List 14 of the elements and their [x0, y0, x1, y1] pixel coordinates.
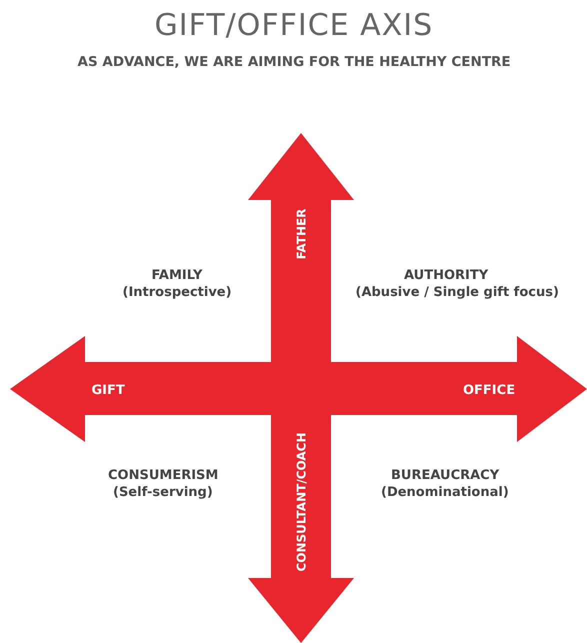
axis-label: FATHER	[294, 208, 308, 260]
quadrant-heading: AUTHORITY	[404, 268, 488, 282]
axis-label: OFFICE	[463, 382, 516, 398]
subtitle: AS ADVANCE, WE ARE AIMING FOR THE HEALTHY CENTRE	[78, 54, 511, 70]
title: GIFT/OFFICE AXIS	[154, 8, 434, 42]
axis-label: CONSULTANT/COACH	[294, 432, 308, 572]
quadrant-description: (Introspective)	[122, 284, 232, 300]
quadrant-description: (Abusive / Single gift focus)	[356, 284, 559, 300]
quadrant-heading: FAMILY	[152, 268, 202, 282]
quadrant-heading: BUREAUCRACY	[391, 468, 500, 482]
quadrant-description: (Denominational)	[381, 484, 509, 500]
quadrant-heading: CONSUMERISM	[108, 468, 218, 482]
quadrant-description: (Self-serving)	[113, 484, 213, 500]
axis-label: GIFT	[92, 382, 125, 398]
